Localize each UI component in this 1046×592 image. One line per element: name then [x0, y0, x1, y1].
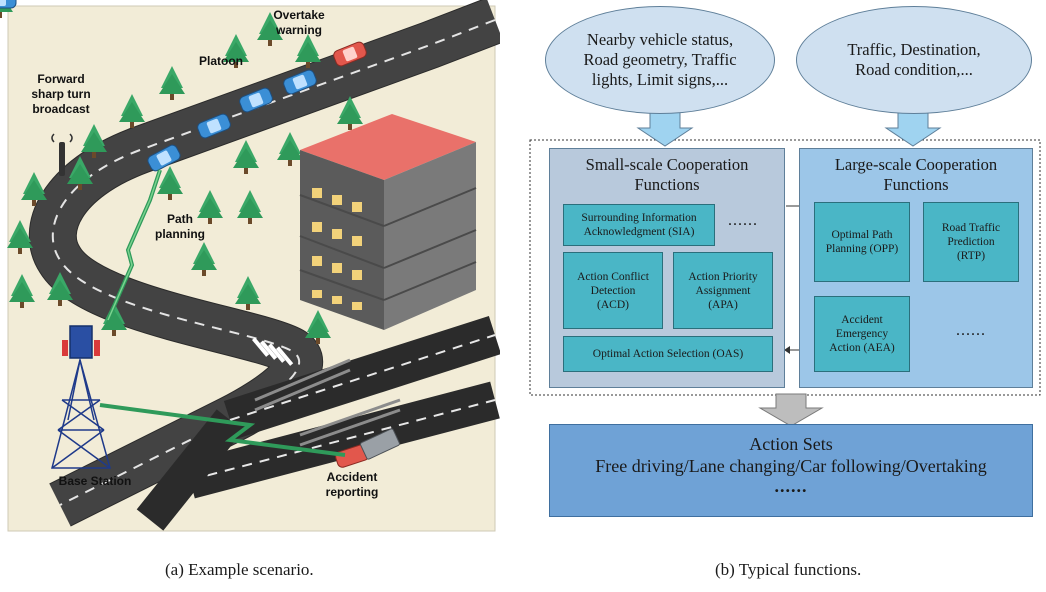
- scenario-illustration: [0, 0, 500, 532]
- apa-box: Action Priority Assignment (APA): [673, 252, 773, 329]
- bridge-rails: [254, 358, 401, 447]
- forward-sharp-turn-label: Forward sharp turn broadcast: [31, 72, 91, 116]
- road-network: [28, 0, 500, 531]
- action-sets-box: Action Sets Free driving/Lane changing/C…: [549, 424, 1033, 517]
- platoon-cars: [0, 0, 319, 174]
- opp-box: Optimal Path Planning (OPP): [814, 202, 910, 282]
- action-sets-list: Free driving/Lane changing/Car following…: [595, 456, 987, 476]
- base-station-tower: [51, 325, 111, 469]
- aea-box: Accident Emergency Action (AEA): [814, 296, 910, 372]
- overtake-warning-label: Overtake warning: [273, 8, 325, 37]
- base-station-label: Base Station: [58, 474, 132, 488]
- input-nearby-ellipse: Nearby vehicle status, Road geometry, Tr…: [545, 6, 775, 114]
- large-dots: ......: [956, 322, 986, 339]
- caption-b: (b) Typical functions.: [715, 560, 862, 579]
- functions-connectors: [529, 111, 1041, 427]
- small-scale-title: Small-scale Cooperation Functions: [585, 155, 749, 194]
- wireless-links: [99, 169, 346, 457]
- arrow-down-right: [884, 111, 942, 147]
- arrow-down-action: [758, 393, 824, 427]
- platoon-label: Platoon: [199, 54, 243, 68]
- large-scale-title: Large-scale Cooperation Functions: [834, 155, 998, 194]
- oas-box: Optimal Action Selection (OAS): [563, 336, 773, 372]
- building: [299, 114, 477, 330]
- antenna: [51, 133, 73, 176]
- caption-a: (a) Example scenario.: [165, 560, 314, 579]
- crosswalk: [252, 337, 294, 366]
- rtp-box: Road Traffic Prediction (RTP): [923, 202, 1019, 282]
- sia-dots: ......: [728, 212, 758, 229]
- overtake-car: [333, 41, 367, 67]
- input-traffic-ellipse: Traffic, Destination, Road condition,...: [796, 6, 1032, 114]
- action-sets-dots: ......: [774, 476, 808, 496]
- action-sets-title: Action Sets: [749, 434, 833, 454]
- path-planning-label: Path planning: [155, 212, 205, 241]
- arrow-down-left: [636, 111, 694, 147]
- accident-vehicles: [335, 428, 400, 468]
- acd-box: Action Conflict Detection (ACD): [563, 252, 663, 329]
- sia-box: Surrounding Information Acknowledgment (…: [563, 204, 715, 246]
- accident-reporting-label: Accident reporting: [325, 470, 379, 499]
